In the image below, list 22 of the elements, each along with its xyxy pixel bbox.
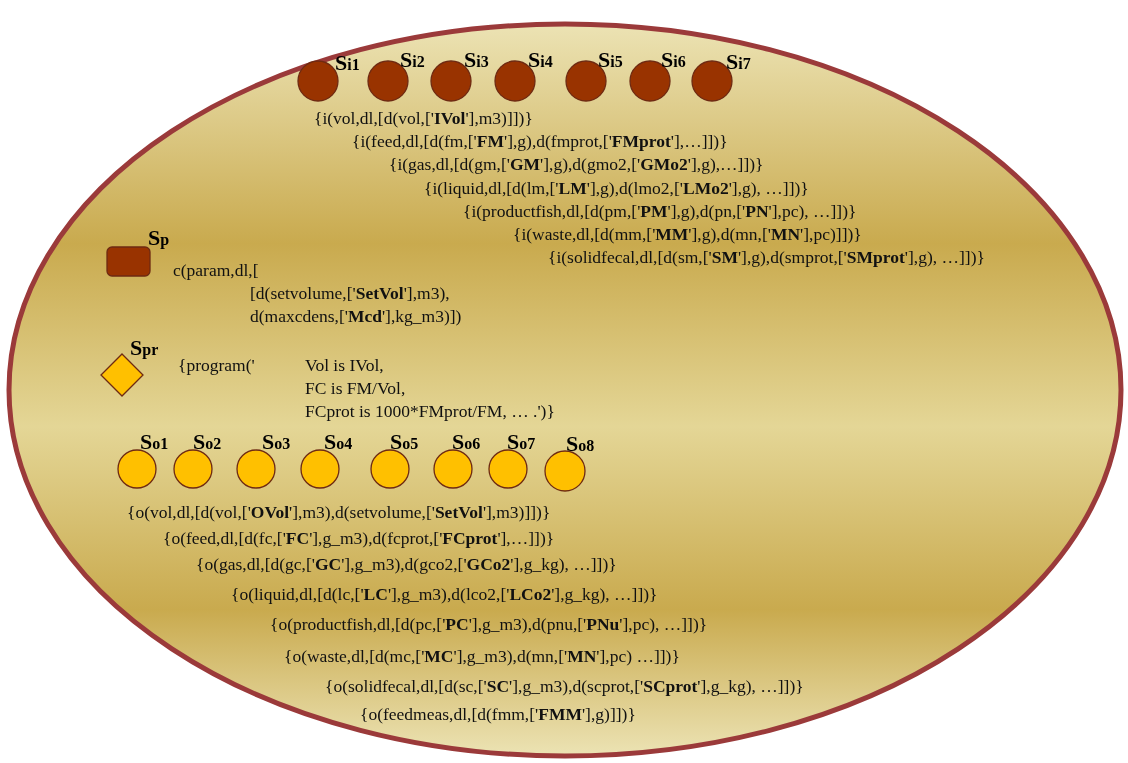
code-line: FCprot is 1000*FMprot/FM, … .')}	[305, 400, 555, 422]
code-line: {i(liquid,dl,[d(lm,['LM'],g),d(lmo2,['LMo2'],g), …]])}	[424, 177, 809, 199]
code-line: {i(waste,dl,[d(mm,['MM'],g),d(mn,['MN'],pc)]])}	[513, 223, 862, 245]
code-line: {o(liquid,dl,[d(lc,['LC'],g_m3),d(lco2,['LCo2'],g_kg), …]])}	[231, 583, 658, 605]
code-line: {i(gas,dl,[d(gm,['GM'],g),d(gmo2,['GMo2'],g),…]])}	[389, 153, 764, 175]
code-line: c(param,dl,[	[173, 259, 259, 281]
code-line: {i(vol,dl,[d(vol,['IVol'],m3)]])}	[314, 107, 533, 129]
code-line: [d(setvolume,['SetVol'],m3),	[250, 282, 450, 304]
code-line: {i(feed,dl,[d(fm,['FM'],g),d(fmprot,['FMprot'],…]])}	[352, 130, 728, 152]
code-line: Vol is IVol,	[305, 354, 384, 376]
code-line: {o(feed,dl,[d(fc,['FC'],g_m3),d(fcprot,['FCprot'],…]])}	[163, 527, 555, 549]
code-line: {o(productfish,dl,[d(pc,['PC'],g_m3),d(pnu,['PNu'],pc), …]])}	[270, 613, 708, 635]
code-line: {o(solidfecal,dl,[d(sc,['SC'],g_m3),d(scprot,['SCprot'],g_kg), …]])}	[325, 675, 804, 697]
code-line: {program('	[178, 354, 255, 376]
code-line: {i(solidfecal,dl,[d(sm,['SM'],g),d(smprot,['SMprot'],g), …]])}	[548, 246, 985, 268]
code-line: {o(feedmeas,dl,[d(fmm,['FMM'],g)]])}	[360, 703, 636, 725]
code-line: {o(waste,dl,[d(mc,['MC'],g_m3),d(mn,['MN'],pc) …]])}	[284, 645, 680, 667]
code-line: {i(productfish,dl,[d(pm,['PM'],g),d(pn,['PN'],pc), …]])}	[463, 200, 857, 222]
code-line: FC is FM/Vol,	[305, 377, 406, 399]
code-line: d(maxcdens,['Mcd'],kg_m3)])	[250, 305, 462, 327]
code-line: {o(vol,dl,[d(vol,['OVol'],m3),d(setvolume,['SetVol'],m3)]])}	[127, 501, 551, 523]
code-line: {o(gas,dl,[d(gc,['GC'],g_m3),d(gco2,['GCo2'],g_kg), …]])}	[196, 553, 617, 575]
